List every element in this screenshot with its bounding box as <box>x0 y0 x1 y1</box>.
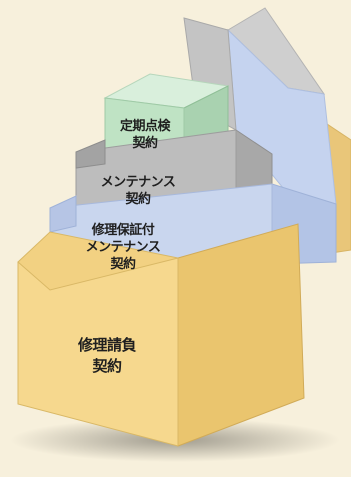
warranty-box-rim <box>49 195 77 233</box>
repair-box-side <box>177 223 305 447</box>
repair-box-front-flap <box>17 231 179 291</box>
repair-box-front <box>17 257 179 447</box>
maintenance-box-rim <box>75 139 106 169</box>
